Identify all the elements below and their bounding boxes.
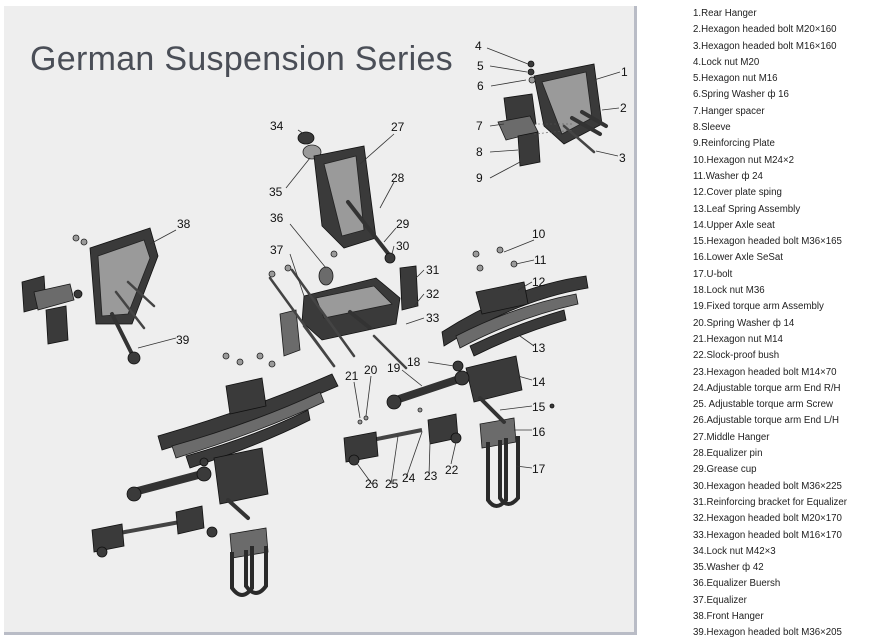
- parts-list-item: 11.Washer ф 24: [693, 170, 763, 182]
- parts-list-item: 30.Hexagon headed bolt M36×225: [693, 480, 842, 492]
- parts-list-item: 34.Lock nut M42×3: [693, 545, 776, 557]
- parts-list-item: 2.Hexagon headed bolt M20×160: [693, 24, 837, 36]
- parts-list-item: 7.Hanger spacer: [693, 105, 765, 117]
- parts-list-item: 23.Hexagon headed bolt M14×70: [693, 366, 837, 378]
- parts-list-item: 6.Spring Washer ф 16: [693, 89, 789, 101]
- front-hanger-group: [21, 227, 159, 365]
- leader-lines: [137, 47, 621, 485]
- parts-list-item: 27.Middle Hanger: [693, 431, 770, 443]
- callout-31: 31: [426, 263, 440, 277]
- callout-25: 25: [385, 477, 399, 491]
- parts-list-item: 24.Adjustable torque arm End R/H: [693, 382, 841, 394]
- parts-list-item: 29.Grease cup: [693, 464, 757, 476]
- parts-list-item: 22.Slock-proof bush: [693, 350, 780, 362]
- middle-hanger-group: [297, 131, 396, 264]
- parts-list-item: 9.Reinforcing Plate: [693, 138, 775, 150]
- callout-23: 23: [424, 469, 438, 483]
- callout-8: 8: [476, 145, 483, 159]
- parts-list-item: 33.Hexagon headed bolt M16×170: [693, 529, 842, 541]
- parts-list-item: 16.Lower Axle SeSat: [693, 252, 783, 264]
- parts-list-item: 39.Hexagon headed bolt M36×205: [693, 627, 842, 639]
- callout-37: 37: [270, 243, 284, 257]
- parts-list-item: 18.Lock nut M36: [693, 285, 765, 297]
- parts-list-item: 10.Hexagon nut M24×2: [693, 154, 794, 166]
- parts-list-item: 38.Front Hanger: [693, 610, 764, 622]
- callout-32: 32: [426, 287, 440, 301]
- callout-30: 30: [396, 239, 410, 253]
- page-title: German Suspension Series: [30, 40, 453, 78]
- callout-2: 2: [620, 101, 627, 115]
- callout-17: 17: [532, 462, 546, 476]
- parts-list-item: 28.Equalizer pin: [693, 448, 763, 460]
- parts-list-item: 4.Lock nut M20: [693, 56, 760, 68]
- parts-list-item: 32.Hexagon headed bolt M20×170: [693, 513, 842, 525]
- parts-list-item: 35.Washer ф 42: [693, 562, 764, 574]
- parts-list-item: 17.U-bolt: [693, 268, 733, 280]
- callout-27: 27: [391, 120, 405, 134]
- torque-arm-group: [91, 370, 470, 558]
- callout-10: 10: [532, 227, 546, 241]
- parts-list-item: 5.Hexagon nut M16: [693, 73, 778, 85]
- callout-35: 35: [269, 185, 283, 199]
- callout-12: 12: [532, 275, 546, 289]
- suspension-exploded-diagram: 1 2 3 4 5 6 7 8 9 10 11 12 13 14 15 16 1…: [21, 39, 628, 597]
- left-leaf-spring-group: [157, 352, 339, 597]
- parts-list-item: 14.Upper Axle seat: [693, 219, 775, 231]
- parts-list-item: 26.Adjustable torque arm End L/H: [693, 415, 839, 427]
- callout-9: 9: [476, 171, 483, 185]
- parts-list: 1.Rear Hanger 2.Hexagon headed bolt M20×1…: [693, 6, 879, 642]
- parts-list-item: 8.Sleeve: [693, 122, 731, 134]
- callout-7: 7: [476, 119, 483, 133]
- callout-20: 20: [364, 363, 378, 377]
- callout-16: 16: [532, 425, 546, 439]
- callout-19: 19: [387, 361, 401, 375]
- callout-22: 22: [445, 463, 459, 477]
- exploded-diagram-panel: German Suspension Series: [4, 6, 637, 635]
- parts-list-item: 20.Spring Washer ф 14: [693, 317, 795, 329]
- parts-list-item: 36.Equalizer Buersh: [693, 578, 781, 590]
- right-leaf-spring-group: [441, 246, 589, 508]
- callout-39: 39: [176, 333, 190, 347]
- callout-numbers: 1 2 3 4 5 6 7 8 9 10 11 12 13 14 15 16 1…: [176, 39, 628, 491]
- callout-29: 29: [396, 217, 410, 231]
- callout-15: 15: [532, 400, 546, 414]
- parts-list-item: 15.Hexagon headed bolt M36×165: [693, 236, 842, 248]
- rear-hanger-group: [497, 60, 608, 167]
- callout-11: 11: [534, 253, 547, 267]
- callout-24: 24: [402, 471, 416, 485]
- callout-18: 18: [407, 355, 421, 369]
- callout-21: 21: [345, 369, 359, 383]
- callout-13: 13: [532, 341, 546, 355]
- callout-26: 26: [365, 477, 379, 491]
- callout-3: 3: [619, 151, 626, 165]
- parts-list-item: 31.Reinforcing bracket for Equalizer: [693, 496, 848, 508]
- callout-5: 5: [477, 59, 484, 73]
- callout-36: 36: [270, 211, 284, 225]
- parts-list-item: 37.Equalizer: [693, 594, 747, 606]
- callout-38: 38: [177, 217, 191, 231]
- callout-1: 1: [621, 65, 628, 79]
- parts-list-item: 21.Hexagon nut M14: [693, 333, 783, 345]
- callout-6: 6: [477, 79, 484, 93]
- equalizer-group: [268, 250, 419, 370]
- callout-28: 28: [391, 171, 405, 185]
- parts-list-item: 25. Adjustable torque arm Screw: [693, 399, 834, 411]
- callout-33: 33: [426, 311, 440, 325]
- parts-list-item: 13.Leaf Spring Assembly: [693, 203, 801, 215]
- callout-4: 4: [475, 39, 482, 53]
- callout-14: 14: [532, 375, 546, 389]
- parts-list-item: 1.Rear Hanger: [693, 8, 757, 19]
- parts-list-item: 12.Cover plate sping: [693, 187, 782, 199]
- parts-list-item: 3.Hexagon headed bolt M16×160: [693, 40, 837, 52]
- parts-list-item: 19.Fixed torque arm Assembly: [693, 301, 824, 313]
- callout-34: 34: [270, 119, 284, 133]
